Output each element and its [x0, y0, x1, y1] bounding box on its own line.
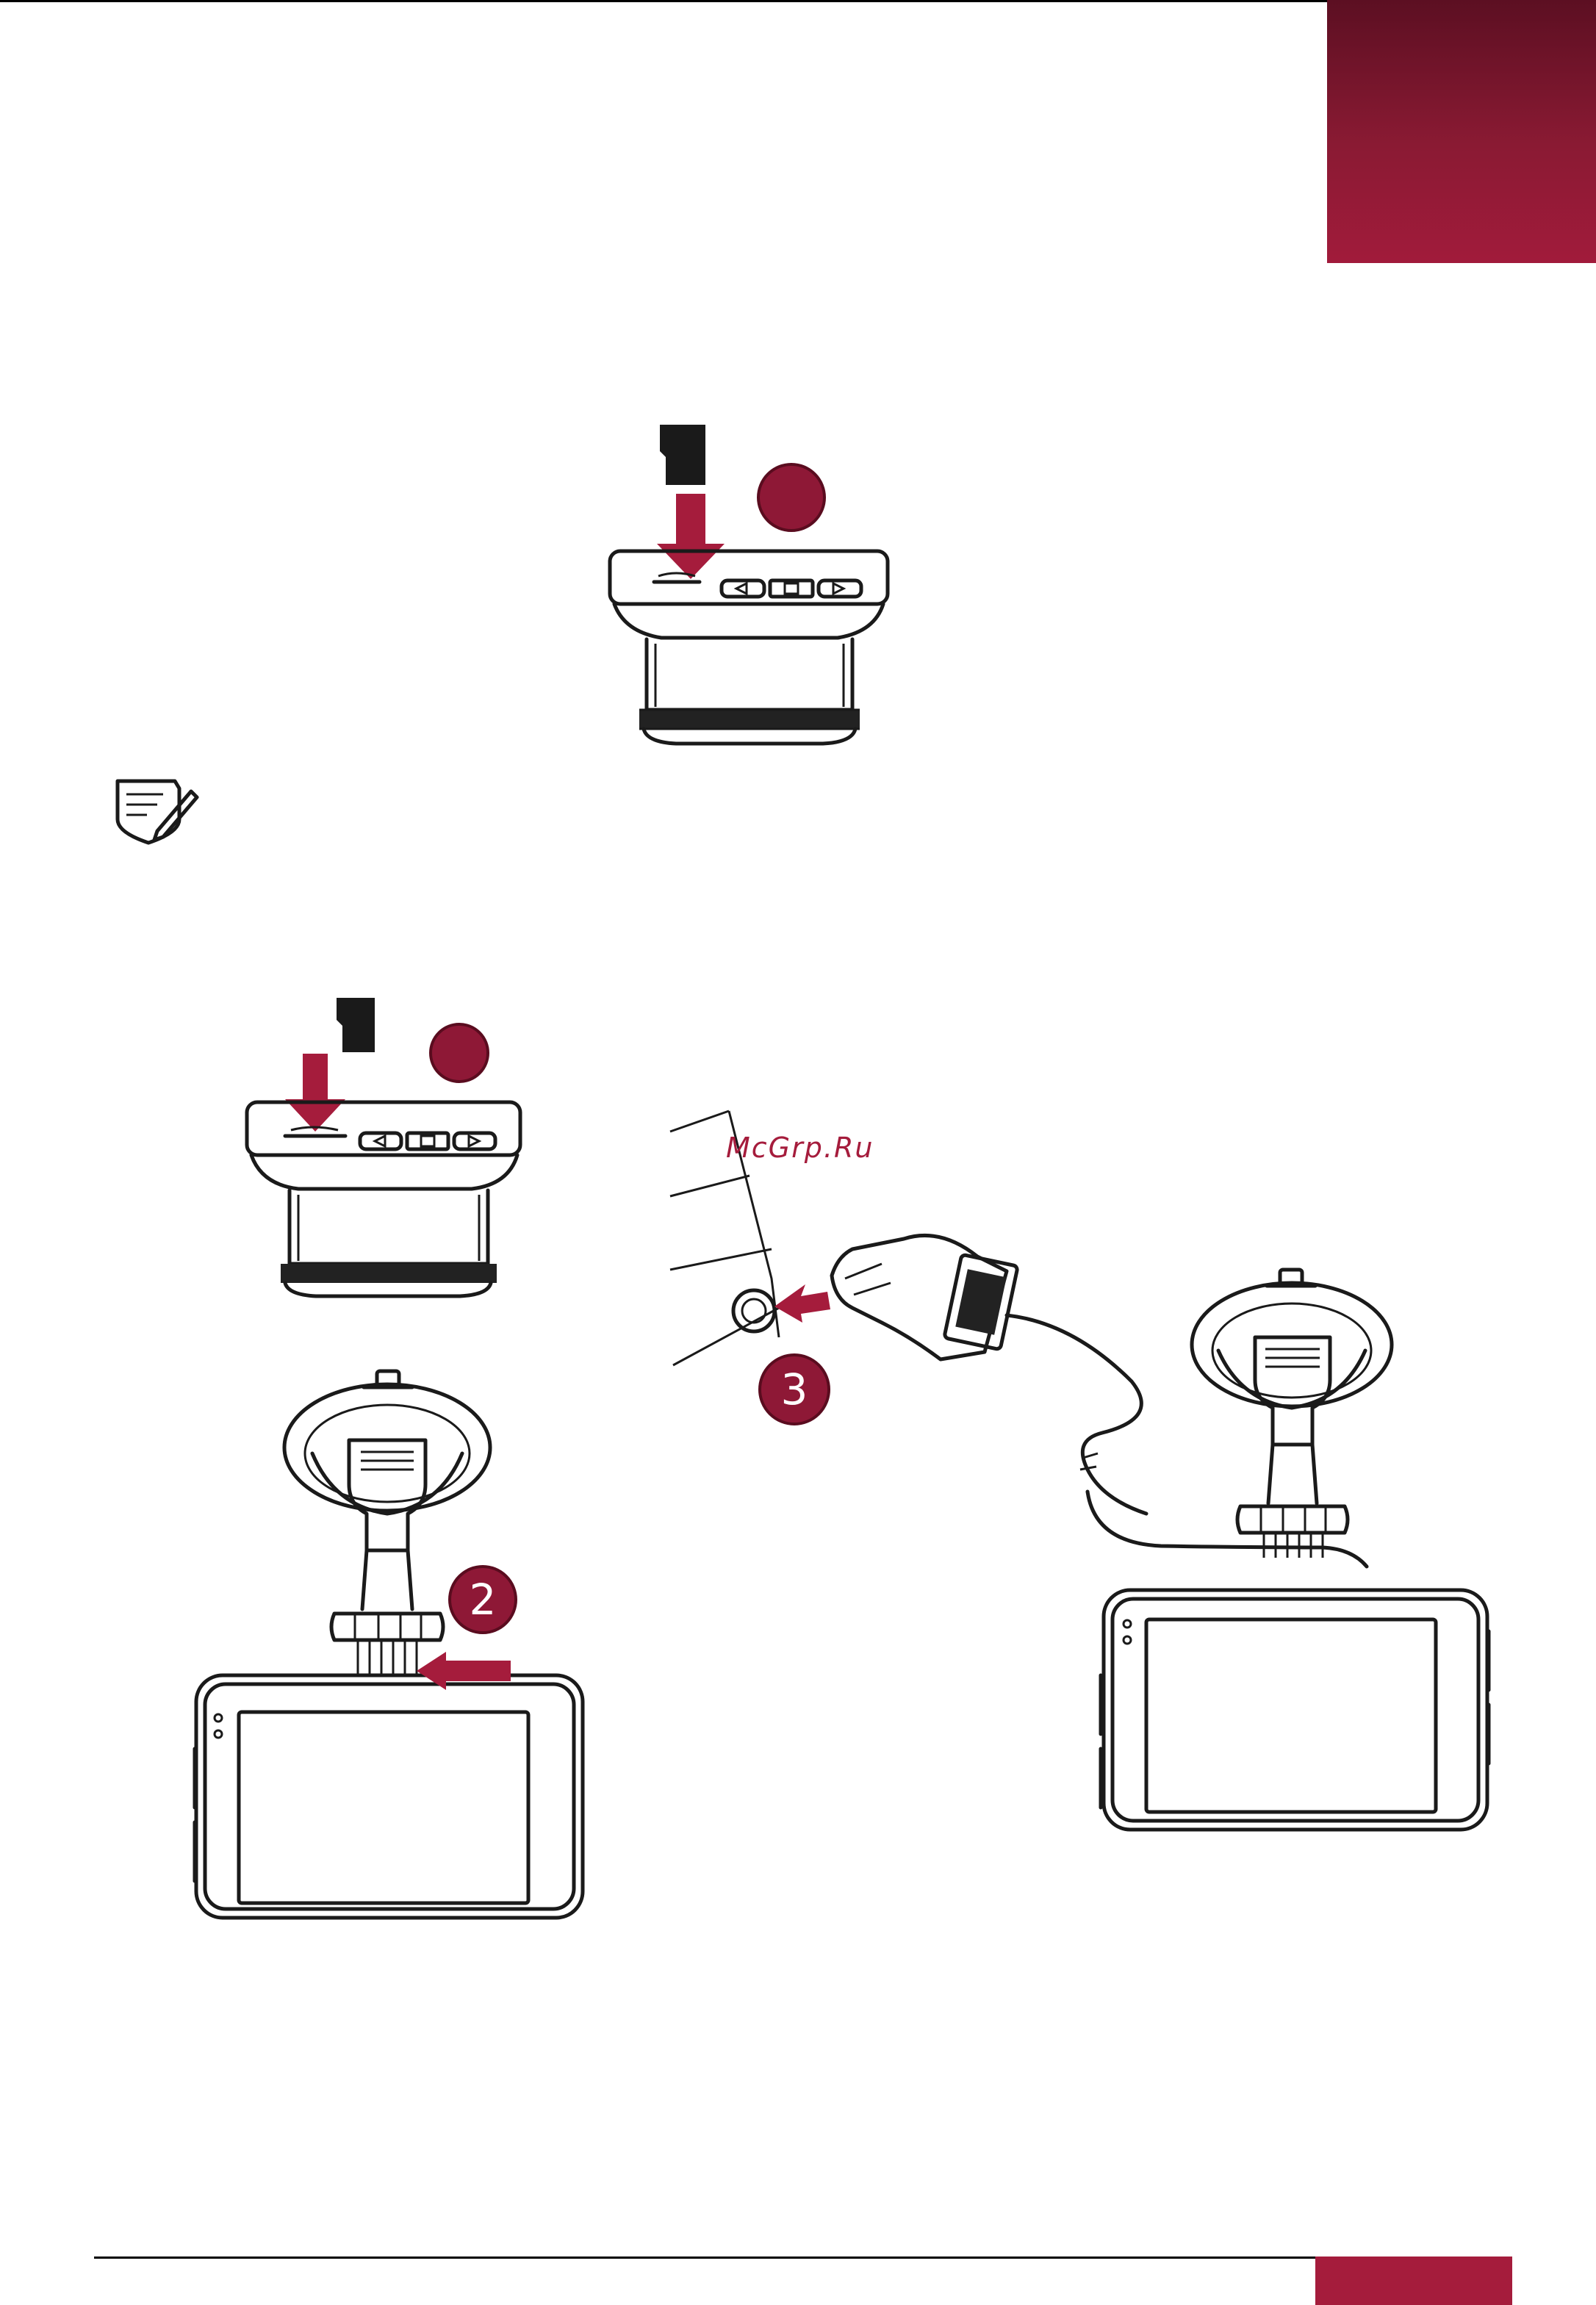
plug-arrow-icon — [774, 1284, 830, 1323]
microsd-card-icon — [337, 998, 375, 1052]
header-tab — [1327, 0, 1596, 263]
step-badge-1 — [757, 463, 826, 532]
note-pencil-icon — [112, 775, 200, 849]
step-badge-1-small — [429, 1023, 489, 1083]
page-number-tab — [1315, 2257, 1512, 2305]
step-badge-2: 2 — [448, 1565, 517, 1634]
sd-insert-illustration-top — [603, 419, 896, 757]
top-rule — [0, 0, 1327, 2]
mounted-camera-illustration — [1088, 1264, 1499, 1837]
insert-arrow-icon — [657, 494, 725, 579]
sd-insert-illustration-left — [242, 992, 536, 1301]
microsd-card-icon — [660, 425, 705, 485]
footer-rule — [94, 2257, 1512, 2259]
insert-arrow-icon — [285, 1054, 345, 1132]
watermark-text: McGrp.Ru — [726, 1132, 902, 1176]
mount-attach-illustration — [187, 1367, 584, 1925]
step-badge-3: 3 — [758, 1353, 830, 1425]
